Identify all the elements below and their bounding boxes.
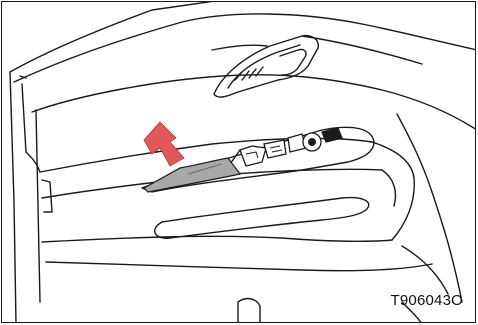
switch-buttons-cluster [240,128,342,166]
window-switch-panel [144,158,240,192]
lower-door-pocket [46,246,448,323]
door-upper-contours [32,36,476,302]
armrest [40,138,414,242]
door-top-trim [10,2,476,82]
pointer-arrow-icon [144,122,184,166]
door-panel-drawing [2,2,476,323]
switch-button-middle [264,140,286,158]
switch-button-left [240,146,266,166]
interior-door-handle [214,36,318,97]
figure-reference-code: T906043O [391,292,463,309]
